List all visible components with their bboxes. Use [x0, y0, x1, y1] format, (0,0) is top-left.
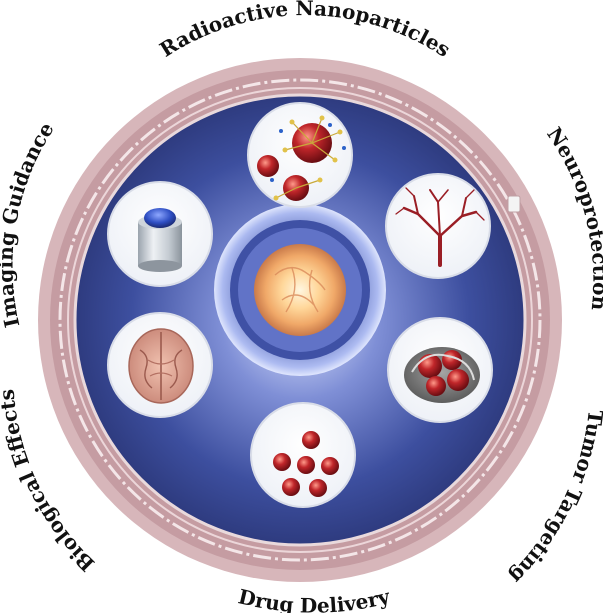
tech-track-ring	[58, 78, 542, 562]
tech-track-ring-2	[67, 87, 533, 553]
ring-clip	[507, 195, 521, 213]
glowing-cell-icon	[214, 204, 386, 376]
tumor-tissue-icon	[404, 347, 480, 403]
brain-section-icon	[128, 328, 194, 404]
bubble-drug-delivery	[250, 402, 356, 508]
label-drug-delivery: Drug Delivery	[236, 584, 393, 613]
inner-field-border	[73, 93, 527, 547]
label-radioactive-nanoparticles: Radioactive Nanoparticles	[155, 0, 454, 62]
bubble-radioactive-nanoparticles	[247, 102, 353, 208]
nanoparticle-cluster-icon	[257, 115, 346, 201]
bubble-tumor-targeting	[387, 317, 493, 423]
bubble-neuroprotection	[385, 173, 491, 279]
imaging-cylinder-icon	[138, 208, 182, 272]
red-particles-icon	[273, 431, 339, 497]
bubble-biological-effects	[107, 312, 213, 418]
bubble-imaging-guidance	[107, 181, 213, 287]
blood-vessel-branch-icon	[395, 187, 485, 267]
